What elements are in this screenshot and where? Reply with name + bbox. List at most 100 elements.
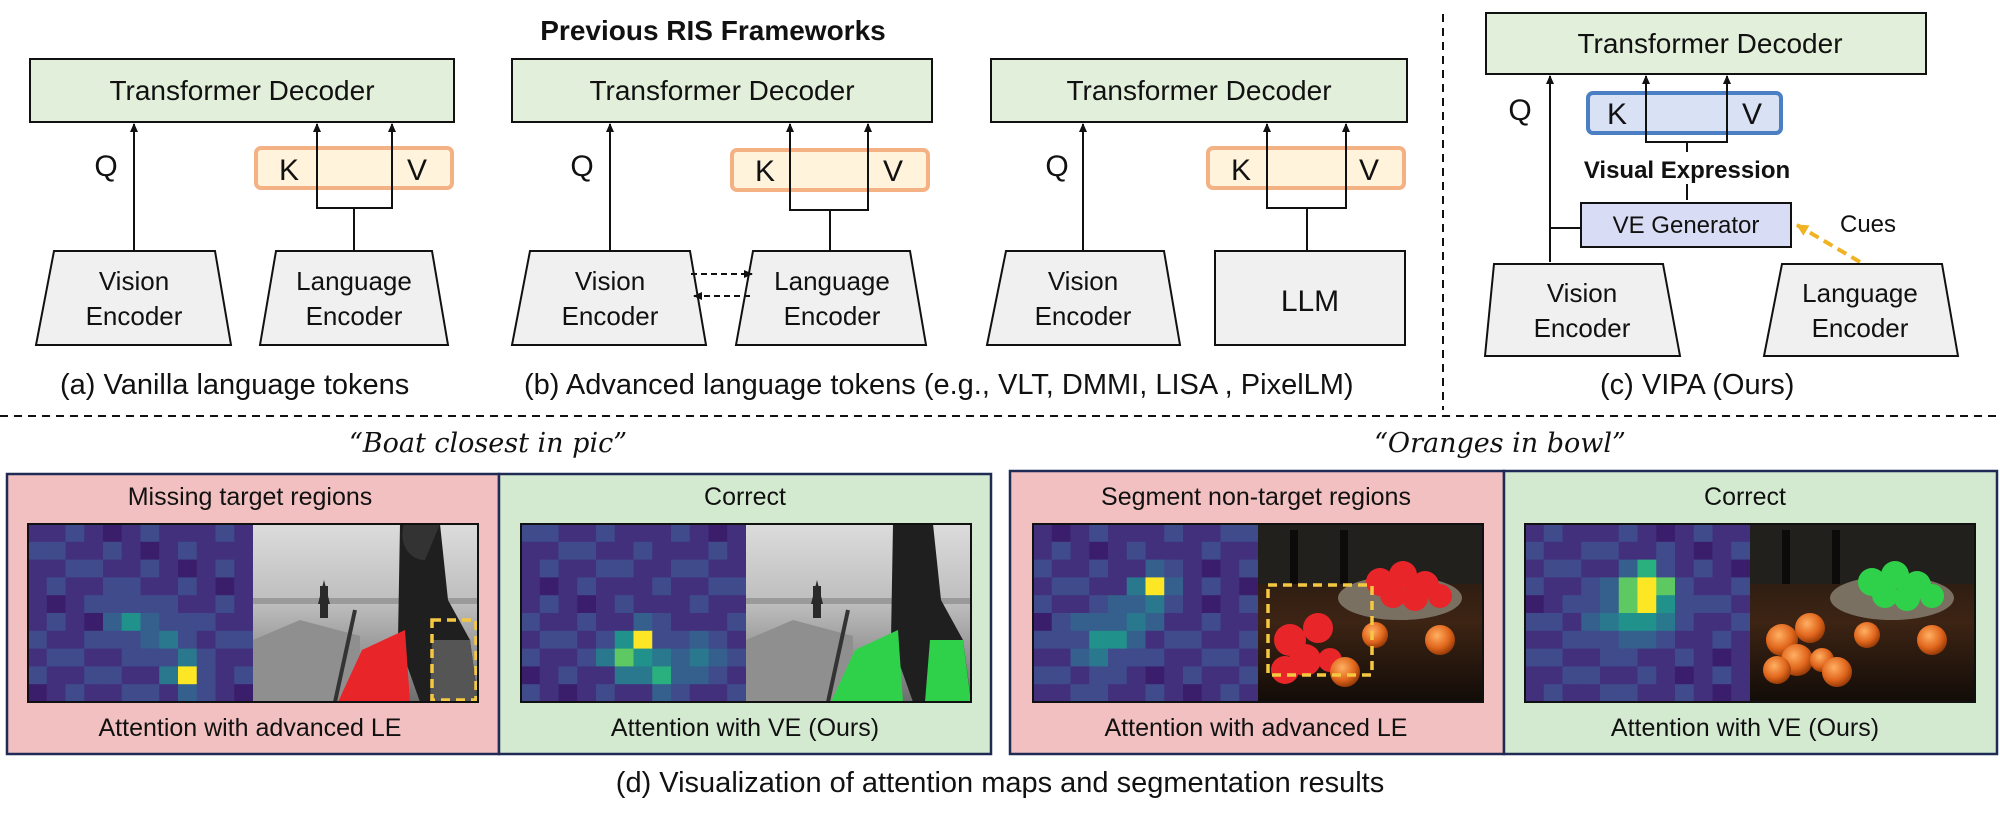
heatmap-cell: [215, 577, 235, 596]
heatmap-cell: [28, 541, 48, 561]
heatmap-cell: [1656, 541, 1676, 561]
heatmap-cell: [65, 524, 85, 543]
heatmap-cell: [671, 630, 691, 650]
heatmap-cell: [1183, 630, 1203, 650]
heatmap-cell: [652, 630, 672, 650]
heatmap-cell: [46, 559, 67, 578]
heatmap-cell: [1693, 541, 1714, 561]
heatmap-cell: [1070, 524, 1090, 543]
heatmap-cell: [84, 666, 104, 685]
heatmap-cell: [178, 648, 198, 667]
heatmap-cell: [1145, 630, 1165, 650]
highlight-box-boat: [430, 618, 478, 702]
kv-box-a: [254, 146, 454, 190]
heatmap-cell: [1201, 666, 1222, 685]
heatmap-cell: [1070, 684, 1090, 703]
heatmap-cell: [1525, 613, 1545, 632]
heatmap-cell: [1543, 666, 1564, 685]
heatmap-cell: [28, 559, 48, 578]
heatmap-cell: [1201, 541, 1222, 561]
heatmap-cell: [1562, 613, 1582, 632]
heatmap-cell: [28, 684, 48, 703]
heatmap-cell: [521, 577, 541, 596]
heatmap-cell: [1562, 577, 1582, 596]
heatmap-cell: [1581, 559, 1601, 578]
heatmap-cell: [539, 541, 560, 561]
heatmap-cell: [46, 684, 67, 703]
heatmap-cell: [521, 684, 541, 703]
heatmap-cell: [28, 613, 48, 632]
heatmap-cell: [103, 684, 123, 703]
heatmap-cell: [1581, 577, 1601, 596]
heatmap-cell: [1581, 524, 1601, 543]
heatmap-cell: [689, 595, 710, 614]
heatmap-cell: [1051, 577, 1072, 596]
heatmap-cell: [84, 541, 104, 561]
heatmap-cell: [1033, 577, 1053, 596]
heatmap-cell: [727, 630, 747, 650]
vision-encoder-a-l2: Encoder: [86, 301, 183, 331]
heatmap-cell: [1126, 630, 1147, 650]
heatmap-cell: [178, 541, 198, 561]
heatmap-cell: [596, 524, 616, 543]
heatmap-cell: [577, 524, 597, 543]
decoder-b: [511, 58, 933, 123]
boat-mask-green: [831, 630, 903, 702]
vision-encoder-a: [34, 250, 233, 346]
heatmap-cell: [46, 630, 67, 650]
section-title: Previous RIS Frameworks: [540, 15, 885, 46]
heatmap-cell: [140, 541, 160, 561]
heatmap-cell: [1656, 666, 1676, 685]
heatmap-cell: [614, 541, 635, 561]
k-label-b: K: [755, 155, 775, 188]
heatmap-cell: [234, 541, 254, 561]
heatmap-cell: [596, 577, 616, 596]
heatmap-cell: [1712, 630, 1732, 650]
heatmap-cell: [1220, 630, 1240, 650]
heatmap-cell: [1637, 630, 1657, 650]
heatmap-cell: [577, 666, 597, 685]
heatmap-cell: [1712, 559, 1732, 578]
heatmap-cell: [1637, 577, 1657, 596]
heatmap-cell: [1731, 613, 1751, 632]
heatmap-cell: [1675, 666, 1695, 685]
heatmap-cell: [1600, 595, 1620, 614]
heatmap-cell: [671, 648, 691, 667]
heatmap-cell: [577, 595, 597, 614]
heatmap-cell: [1675, 684, 1695, 703]
caption-d: (d) Visualization of attention maps and …: [616, 767, 1384, 799]
block-a: Transformer Decoder Q K V Vision Encoder…: [29, 58, 455, 401]
heatmap-cell: [234, 666, 254, 685]
heatmap-cell: [1164, 666, 1184, 685]
language-encoder-c: [1762, 263, 1960, 357]
heatmap-cell: [1183, 684, 1203, 703]
heatmap-cell: [1164, 524, 1184, 543]
heatmap-cell: [1033, 666, 1053, 685]
heatmap-cell: [1201, 630, 1222, 650]
heatmap-cell: [159, 541, 179, 561]
heatmap-cell: [1618, 648, 1639, 667]
heatmap-cell: [1145, 613, 1165, 632]
heatmap-cell: [1731, 559, 1751, 578]
heatmap-cell: [140, 648, 160, 667]
boat-photo-wrong: [253, 524, 478, 703]
oranges-wrong-footer: Attention with advanced LE: [1105, 714, 1408, 742]
heatmap-cell: [652, 666, 672, 685]
heatmap-cell: [558, 559, 578, 578]
heatmap-cell: [1693, 648, 1714, 667]
heatmap-cell: [708, 613, 728, 632]
heatmap-cell: [1618, 630, 1639, 650]
heatmap-cell: [1562, 559, 1582, 578]
heatmap-cell: [46, 541, 67, 561]
heatmap-cell: [1543, 559, 1564, 578]
heatmap-cell: [65, 559, 85, 578]
heatmap-cell: [596, 595, 616, 614]
heatmap-cell: [521, 666, 541, 685]
heatmap-cell: [1693, 524, 1714, 543]
heatmap-cell: [633, 524, 653, 543]
heatmap-cell: [65, 595, 85, 614]
heatmap-cell: [1543, 630, 1564, 650]
heatmap-cell: [1712, 613, 1732, 632]
heatmap-cell: [1089, 524, 1109, 543]
